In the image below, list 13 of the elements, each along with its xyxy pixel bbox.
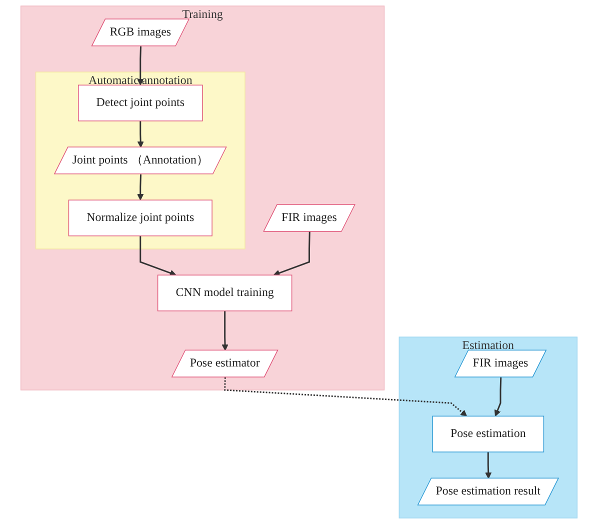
arrow xyxy=(224,377,468,416)
arrow xyxy=(137,174,144,200)
arrow xyxy=(273,232,310,276)
node-box: CNN model training xyxy=(157,274,292,312)
node-box: Pose estimation xyxy=(432,416,544,452)
arrow xyxy=(137,120,144,148)
arrow xyxy=(137,46,144,86)
arrow xyxy=(140,236,176,276)
node-box: Detect joint points xyxy=(78,84,203,122)
node-box: Normalize joint points xyxy=(68,200,212,236)
arrow xyxy=(222,310,228,351)
arrow xyxy=(485,452,492,479)
arrow xyxy=(494,377,502,416)
